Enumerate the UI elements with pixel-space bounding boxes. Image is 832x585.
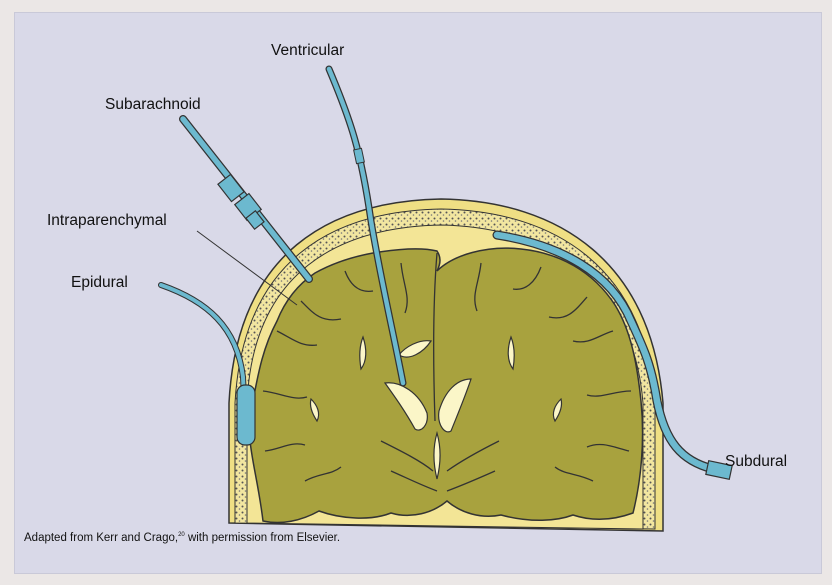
epidural-catheter [161,285,255,445]
figure-caption: Adapted from Kerr and Crago,20 with perm… [24,532,340,544]
label-intraparenchymal: Intraparenchymal [47,212,167,229]
subarachnoid-bolt [183,119,309,279]
label-subdural: Subdural [725,453,787,470]
figure-panel: Ventricular Subarachnoid Intraparenchyma… [14,12,822,574]
label-ventricular: Ventricular [271,42,344,59]
label-epidural: Epidural [71,274,128,291]
brain [249,248,642,522]
caption-suffix: with permission from Elsevier. [185,532,340,544]
caption-reference: 20 [178,532,185,538]
brain-monitoring-diagram: Ventricular Subarachnoid Intraparenchyma… [15,13,821,573]
caption-text: Adapted from Kerr and Crago, [24,532,178,544]
label-subarachnoid: Subarachnoid [105,96,201,113]
